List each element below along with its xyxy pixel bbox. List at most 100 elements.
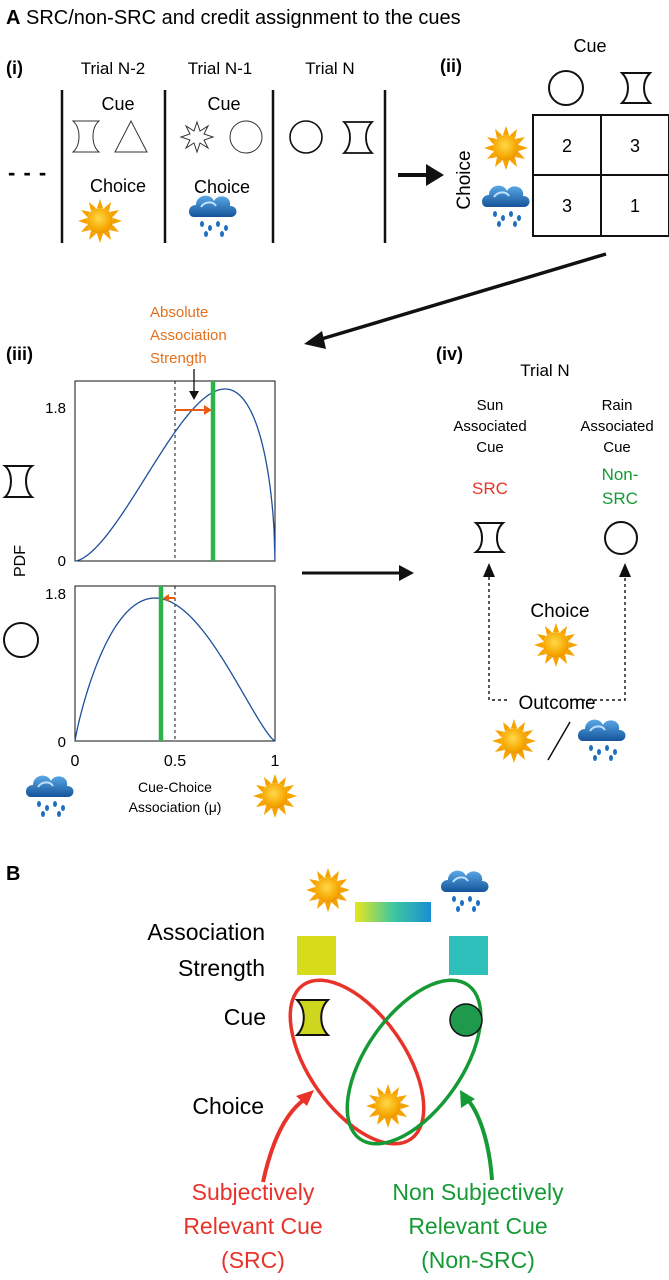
sun-icon — [306, 868, 350, 912]
sun-assoc-line-2: Associated — [453, 418, 526, 435]
choice-label: Choice — [192, 1093, 264, 1119]
rain-icon — [187, 194, 238, 238]
matrix-choice-header: Choice — [454, 150, 475, 209]
panel-a-letter: A — [6, 7, 20, 29]
xtick-0: 0 — [71, 753, 80, 770]
arrow-up-icon — [619, 563, 631, 577]
credit-assignment-paths — [488, 576, 626, 701]
circle-icon — [3, 622, 39, 658]
star-icon — [179, 120, 215, 154]
choice-label: Choice — [530, 601, 589, 622]
count-matrix — [532, 114, 669, 237]
sun-icon — [484, 126, 528, 170]
circle-pdf-plot: 1.8 0 0 0.5 1 — [45, 585, 280, 770]
trial-n-heading: Trial N — [305, 59, 354, 78]
nonsrc-caption-line-3: (Non-SRC) — [421, 1247, 535, 1273]
sun-assoc-line-1: Sun — [477, 397, 504, 414]
sun-assoc-line-3: Cue — [476, 439, 504, 456]
circle-icon — [229, 120, 263, 154]
rain-icon — [439, 869, 490, 913]
hourglass-icon — [2, 465, 35, 498]
src-caption-line-2: Relevant Cue — [183, 1213, 322, 1239]
sun-icon — [534, 623, 578, 667]
pdf-curve — [74, 597, 276, 742]
section-iv-label: (iv) — [436, 344, 463, 364]
section-ii-label: (ii) — [440, 56, 462, 76]
rain-icon — [24, 774, 75, 818]
nonsrc-pointer — [466, 1098, 494, 1181]
trial-n-1-heading: Trial N-1 — [188, 59, 253, 78]
src-label: SRC — [472, 479, 508, 498]
arrow-right-icon — [426, 164, 444, 186]
matrix-cue-header: Cue — [573, 36, 606, 56]
plot-frame — [74, 585, 276, 742]
sun-icon — [366, 1084, 410, 1128]
arrow-up-icon — [483, 563, 495, 577]
pdf-curve — [74, 388, 276, 562]
circle-icon — [604, 521, 638, 555]
ytick-bottom: 0 — [58, 734, 66, 751]
y-axis-label: PDF — [12, 545, 29, 577]
arrow-icon — [460, 1090, 475, 1108]
sun-icon — [253, 774, 297, 818]
hourglass-icon — [294, 999, 331, 1036]
panel-b-letter: B — [6, 863, 20, 885]
nonsrc-caption-line-2: Relevant Cue — [408, 1213, 547, 1239]
outcome-label: Outcome — [518, 693, 595, 714]
circle-icon — [449, 1003, 483, 1037]
annotation-line-2: Association — [150, 327, 227, 344]
src-ellipse — [288, 978, 426, 1146]
arrow-right-icon — [399, 565, 414, 581]
src-caption-line-3: (SRC) — [221, 1247, 285, 1273]
ytick-bottom: 0 — [58, 553, 66, 570]
nonsrc-label-line-1: Non- — [602, 465, 639, 484]
association-label-line-2: Strength — [178, 955, 265, 981]
section-i-label: (i) — [6, 58, 23, 78]
trial-dividers — [60, 90, 387, 243]
sun-association-square — [297, 936, 336, 975]
trial-n-1-choice-label: Choice — [194, 177, 250, 197]
rain-assoc-line-2: Associated — [580, 418, 653, 435]
circle-icon — [289, 120, 323, 154]
matrix-cell-sun-hourglass: 3 — [630, 136, 640, 156]
circle-icon — [548, 70, 584, 106]
section-iii-label: (iii) — [6, 344, 33, 364]
trial-n-2-choice-label: Choice — [90, 176, 146, 196]
nonsrc-ellipse — [345, 978, 483, 1146]
association-label-line-1: Association — [147, 919, 265, 945]
xtick-1: 1 — [271, 753, 280, 770]
association-color-scale — [355, 902, 431, 922]
matrix-cell-sun-circle: 2 — [562, 136, 572, 156]
ytick-top: 1.8 — [45, 586, 66, 603]
trial-n-2-cue-label: Cue — [101, 94, 134, 114]
annotation-line-3: Strength — [150, 350, 207, 367]
arrow-right-icon — [204, 405, 212, 415]
ytick-top: 1.8 — [45, 400, 66, 417]
annotation-line-1: Absolute — [150, 304, 208, 321]
sun-icon — [78, 199, 122, 243]
rain-association-square — [449, 936, 488, 975]
arrow-left-icon — [163, 594, 169, 602]
matrix-cell-rain-circle: 3 — [562, 196, 572, 216]
arrow-down-icon — [189, 391, 199, 400]
xtick-0-5: 0.5 — [164, 753, 186, 770]
hourglass-icon — [619, 72, 653, 104]
panel-a-title: SRC/non-SRC and credit assignment to the… — [26, 7, 461, 29]
x-axis-label-line-2: Association (μ) — [129, 799, 222, 815]
arrow-diagonal-icon — [304, 331, 326, 349]
nonsrc-caption-line-1: Non Subjectively — [392, 1179, 564, 1205]
matrix-cell-rain-hourglass: 1 — [630, 196, 640, 216]
rain-icon — [480, 184, 531, 228]
hourglass-icon — [473, 522, 506, 553]
trial-n-2-heading: Trial N-2 — [81, 59, 146, 78]
x-axis-label-line-1: Cue-Choice — [138, 779, 212, 795]
arrow-icon — [296, 1090, 314, 1106]
src-caption-line-1: Subjectively — [192, 1179, 315, 1205]
rain-assoc-line-1: Rain — [602, 397, 633, 414]
trial-n-1-cue-label: Cue — [207, 94, 240, 114]
rain-icon — [576, 718, 627, 762]
hourglass-icon — [71, 120, 101, 153]
hourglass-icon — [341, 121, 375, 154]
rain-assoc-line-3: Cue — [603, 439, 631, 456]
